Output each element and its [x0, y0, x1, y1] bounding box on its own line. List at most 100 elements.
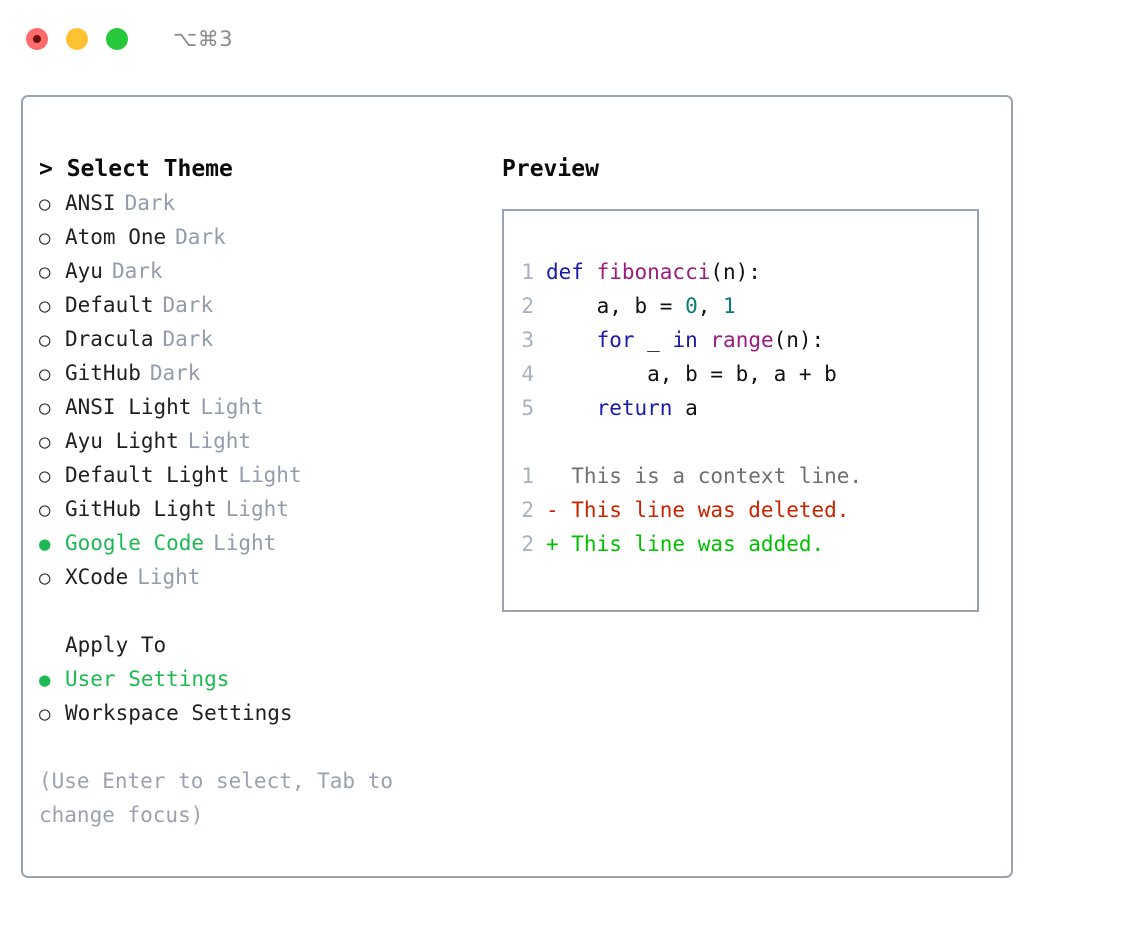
- code-token-pl: ,: [697, 294, 724, 318]
- code-line-number: 3: [521, 328, 534, 352]
- diff-line-ctx: 1 This is a context line.: [504, 459, 977, 493]
- code-token-pl: (n):: [773, 328, 825, 352]
- code-line-number: 5: [521, 396, 534, 420]
- code-token-pl: [546, 396, 597, 420]
- theme-option-category: Dark: [111, 259, 163, 283]
- keyboard-shortcut-label: ⌥⌘3: [173, 27, 234, 51]
- theme-option-category: Light: [187, 429, 252, 453]
- diff-line-del: 2 - This line was deleted.: [504, 493, 977, 527]
- code-line-text: a, b = 0, 1: [546, 289, 736, 323]
- theme-option-category: Light: [200, 395, 264, 419]
- diff-line-text: This is a context line.: [546, 464, 863, 488]
- radio-unselected-icon: ○: [39, 193, 51, 215]
- theme-option-label: Ayu: [65, 259, 103, 283]
- code-line: 3 for _ in range(n):: [504, 323, 977, 357]
- theme-option-category: Dark: [162, 327, 214, 351]
- apply-to-list[interactable]: ●User Settings ○ Workspace Settings: [39, 662, 499, 730]
- theme-option-label: GitHub: [65, 361, 141, 385]
- code-token-kw: in: [672, 328, 698, 352]
- theme-option-label: Default Light: [65, 463, 230, 487]
- theme-option-label: Atom One: [65, 225, 167, 249]
- code-token-kw: return: [596, 396, 673, 420]
- code-line-text: return a: [546, 391, 698, 425]
- apply-to-option-workspace-settings[interactable]: ○ Workspace Settings: [39, 696, 499, 730]
- radio-unselected-icon: ○: [39, 295, 51, 317]
- theme-option-label: Dracula: [65, 327, 154, 351]
- theme-option-xcode[interactable]: ○ XCode Light: [39, 560, 499, 594]
- code-token-fn: range: [710, 328, 774, 352]
- theme-option-atom-one[interactable]: ○ Atom One Dark: [39, 220, 499, 254]
- maximize-button[interactable]: [106, 28, 128, 50]
- minimize-button[interactable]: [66, 28, 88, 50]
- list-spacer: [39, 594, 499, 628]
- code-line-number: 2: [521, 294, 534, 318]
- code-line-number: 1: [521, 260, 534, 284]
- theme-option-category: Light: [137, 565, 201, 589]
- code-token-pl: a, b =: [546, 294, 686, 318]
- apply-to-option-label: Workspace Settings: [65, 701, 293, 725]
- diff-line-add: 2 + This line was added.: [504, 527, 977, 561]
- radio-unselected-icon: ○: [39, 227, 51, 249]
- theme-option-category: Dark: [149, 361, 201, 385]
- radio-unselected-icon: ○: [39, 703, 51, 725]
- theme-option-label: GitHub Light: [65, 497, 217, 521]
- theme-option-category: Light: [238, 463, 302, 487]
- radio-unselected-icon: ○: [39, 329, 51, 351]
- code-line: 4 a, b = b, a + b: [504, 357, 977, 391]
- code-line: 5 return a: [504, 391, 977, 425]
- close-button[interactable]: [26, 28, 48, 50]
- code-line-number: 4: [521, 362, 534, 386]
- code-line: 2 a, b = 0, 1: [504, 289, 977, 323]
- radio-selected-icon: ●: [39, 669, 51, 691]
- theme-option-category: Dark: [124, 191, 176, 215]
- code-token-kw: def: [546, 260, 597, 284]
- apply-to-option-user-settings[interactable]: ●User Settings: [39, 662, 499, 696]
- theme-option-category: Light: [225, 497, 289, 521]
- theme-option-label: Ayu Light: [65, 429, 179, 453]
- code-diff-gap: [504, 425, 977, 459]
- diff-sample: 1 This is a context line. 2 - This line wa…: [504, 459, 977, 561]
- theme-option-ayu-light[interactable]: ○ Ayu Light Light: [39, 424, 499, 458]
- code-line: 1 def fibonacci(n):: [504, 255, 977, 289]
- code-token-pl: _: [634, 328, 673, 352]
- theme-option-github-light[interactable]: ○ GitHub Light Light: [39, 492, 499, 526]
- theme-option-label: XCode: [65, 565, 129, 589]
- apply-to-heading: Apply To: [65, 633, 167, 657]
- code-line-text: def fibonacci(n):: [546, 255, 761, 289]
- code-token-pl: (n):: [710, 260, 761, 284]
- title-bar: ⌥⌘3: [0, 0, 1140, 78]
- theme-option-category: Dark: [162, 293, 214, 317]
- theme-option-dracula[interactable]: ○ Dracula Dark: [39, 322, 499, 356]
- code-token-pl: [546, 328, 597, 352]
- theme-option-category: Dark: [175, 225, 226, 249]
- diff-line-number: 2: [521, 498, 534, 522]
- code-token-kw: for: [596, 328, 635, 352]
- theme-option-category: Light: [213, 531, 277, 555]
- diff-line-number: 2: [521, 532, 534, 556]
- radio-unselected-icon: ○: [39, 567, 51, 589]
- code-token-num: 0: [685, 294, 698, 318]
- code-line-text: a, b = b, a + b: [546, 357, 837, 391]
- radio-unselected-icon: ○: [39, 397, 51, 419]
- diff-line-text: + This line was added.: [546, 532, 825, 556]
- theme-option-label: Google Code: [65, 531, 205, 555]
- radio-unselected-icon: ○: [39, 499, 51, 521]
- diff-line-text: - This line was deleted.: [546, 498, 850, 522]
- window-controls: [26, 28, 128, 50]
- radio-unselected-icon: ○: [39, 431, 51, 453]
